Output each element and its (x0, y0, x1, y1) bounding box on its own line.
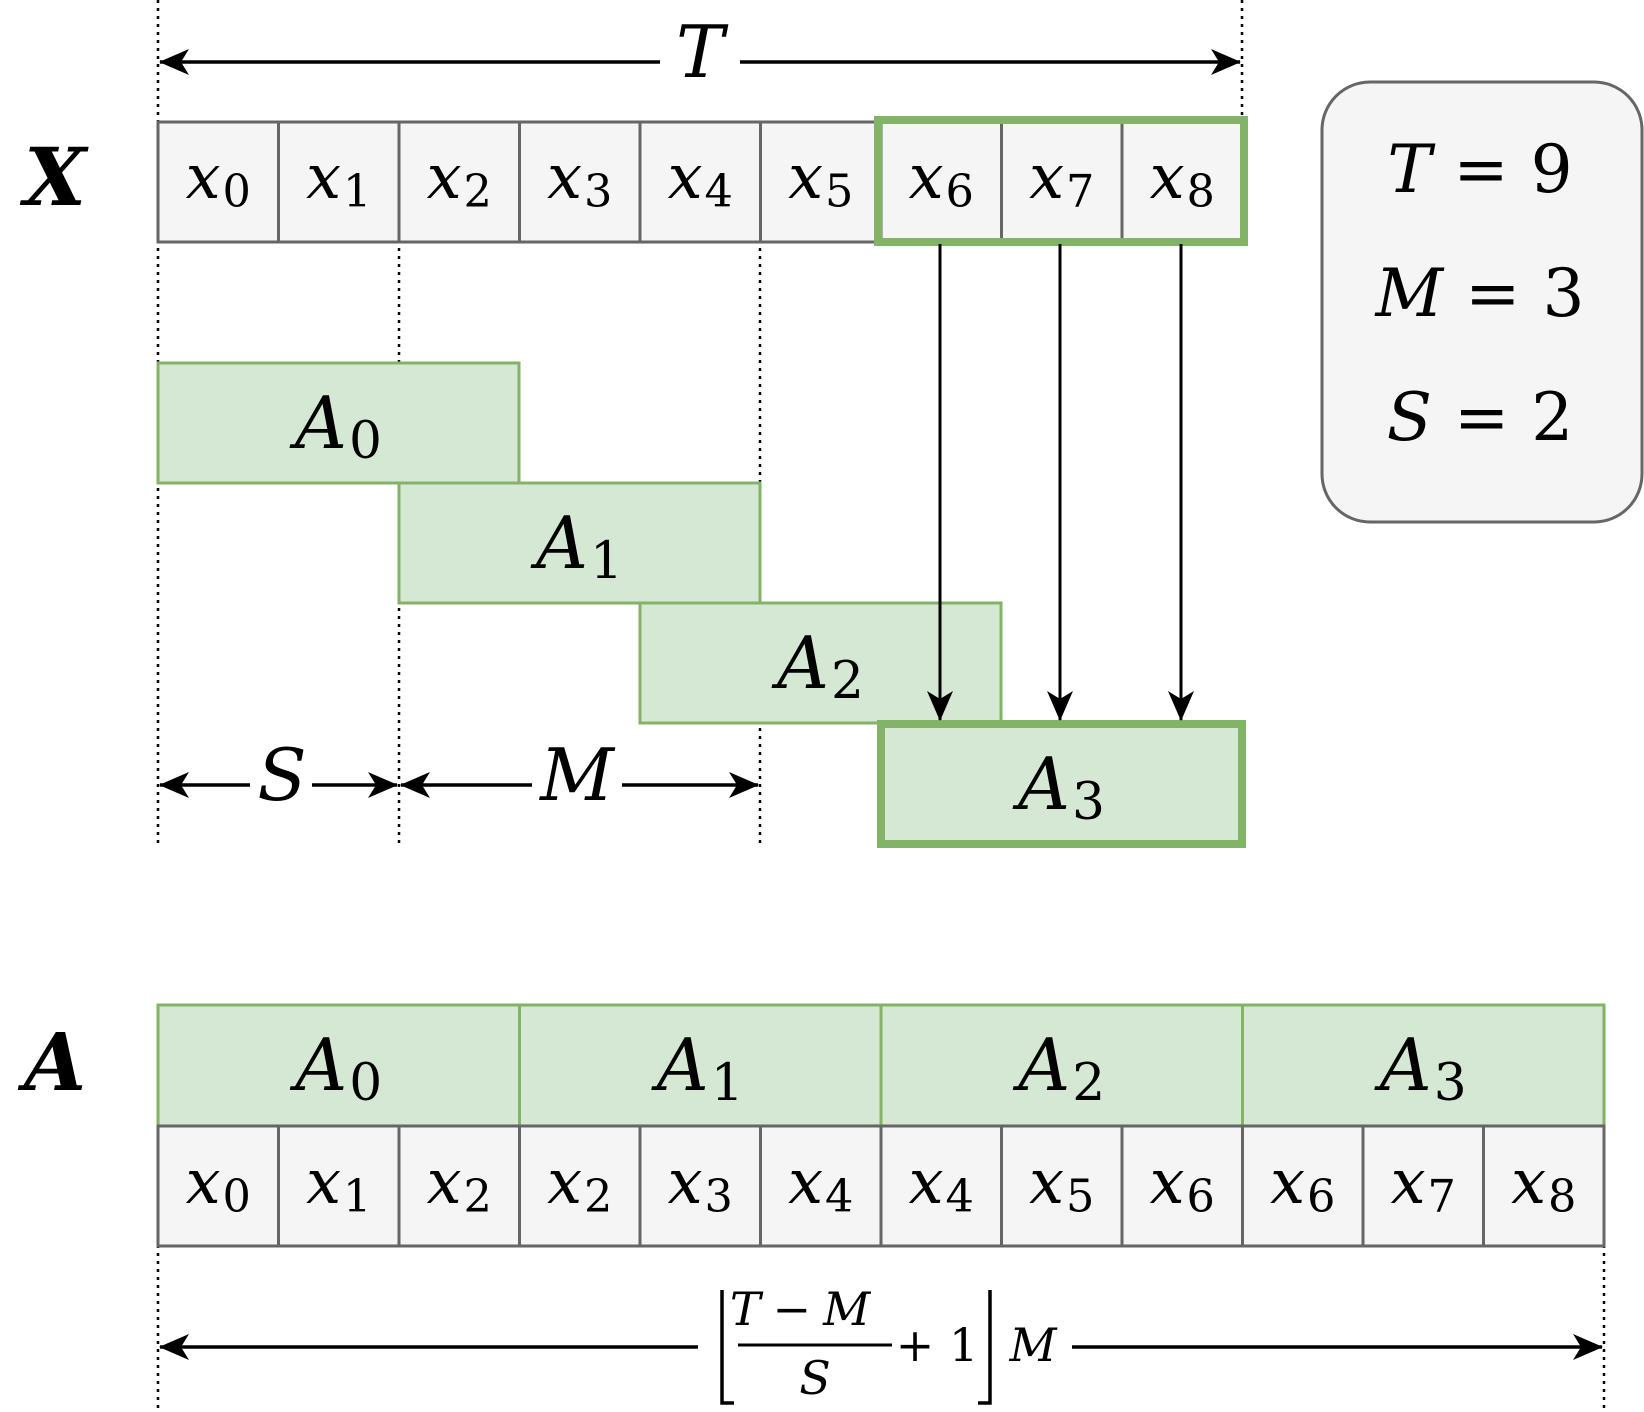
last-window-highlight (874, 116, 1248, 246)
x-row-label: X (19, 130, 89, 224)
formula-M: M (822, 1282, 872, 1336)
formula-T: T (730, 1282, 764, 1336)
window-label: A2 (771, 621, 864, 711)
x-cell-label: x6 (909, 140, 974, 218)
copy-arrows (927, 244, 1194, 721)
param-S: S=2 (1387, 379, 1574, 456)
a-cell-label: x4 (788, 1145, 853, 1223)
x-cell-label: x8 (1150, 140, 1215, 218)
a-cell-label: x2 (547, 1145, 612, 1223)
x-sequence-row: x0 x1 x2 x3 x4 x5 x6 x7 x8 (156, 120, 1244, 244)
svg-text:T−M: T−M (730, 1282, 872, 1336)
formula-plus-one: + 1 (896, 1318, 978, 1372)
a-cell-label: x7 (1391, 1145, 1456, 1223)
a-window-groups: A0 A1 A2 A3 (156, 1003, 1606, 1128)
window-label: A0 (289, 381, 382, 471)
a-cell-label: x4 (909, 1145, 974, 1223)
a-group-header (156, 1003, 521, 1128)
a-cell (1000, 1124, 1124, 1248)
a-cell (638, 1124, 762, 1248)
x-cell (759, 120, 883, 244)
a-cell-label: x3 (668, 1145, 733, 1223)
param-M: M=3 (1375, 255, 1585, 332)
a-cell (1482, 1124, 1606, 1248)
M-span-label: M (538, 733, 616, 817)
a-cell-label: x1 (306, 1145, 371, 1223)
a-cell (1241, 1124, 1365, 1248)
x-cell-label: x0 (186, 140, 251, 218)
a-cell (518, 1124, 642, 1248)
x-cell (1000, 120, 1124, 244)
formula-M-suffix: M (1008, 1318, 1058, 1372)
length-formula: T−M S + 1 M (720, 1282, 1058, 1405)
M-span-arrow: M (400, 733, 759, 817)
x-cell (156, 120, 280, 244)
a-row-label: A (17, 1015, 86, 1109)
window-box (877, 720, 1246, 848)
output-length-arrow: T−M S + 1 M (159, 1282, 1603, 1405)
a-cell-label: x6 (1150, 1145, 1215, 1223)
a-group-header (1241, 1003, 1606, 1128)
S-span-label: S (257, 733, 306, 817)
x-cell (397, 120, 521, 244)
x-cell (518, 120, 642, 244)
param-T: T=9 (1387, 131, 1572, 208)
a-cell-label: x5 (1029, 1145, 1094, 1223)
parameter-legend: T=9 M=3 S=2 (1320, 80, 1644, 524)
x-cell-label: x5 (788, 140, 853, 218)
S-span-arrow: S (159, 733, 398, 817)
x-cell-label: x1 (306, 140, 371, 218)
window-label: A1 (530, 501, 623, 591)
a-cell-label: x6 (1270, 1145, 1335, 1223)
a-group-label: A2 (1012, 1023, 1105, 1113)
T-span-label: T (676, 10, 729, 94)
a-cell-label: x8 (1511, 1145, 1576, 1223)
formula-minus: − (773, 1282, 812, 1336)
a-cell (156, 1124, 280, 1248)
formula-S: S (799, 1351, 831, 1405)
a-group-label: A0 (289, 1023, 382, 1113)
window-box (156, 361, 521, 485)
x-cell (638, 120, 762, 244)
x-cell-label: x3 (547, 140, 612, 218)
a-group-label: A3 (1374, 1023, 1467, 1113)
x-cell-label: x4 (668, 140, 733, 218)
window-label: A3 (1012, 742, 1105, 832)
T-span-arrow: T (159, 10, 1241, 94)
a-cell-label: x2 (427, 1145, 492, 1223)
x-cell (1120, 120, 1244, 244)
a-cell-label: x0 (186, 1145, 251, 1223)
a-group-label: A1 (651, 1023, 744, 1113)
x-cell-label: x7 (1029, 140, 1094, 218)
x-cell-label: x2 (427, 140, 492, 218)
a-unfolded-row: x0 x1 x2 x2 x3 x4 x4 x5 x6 x6 x7 x8 (156, 1124, 1606, 1248)
window-box (397, 481, 762, 605)
